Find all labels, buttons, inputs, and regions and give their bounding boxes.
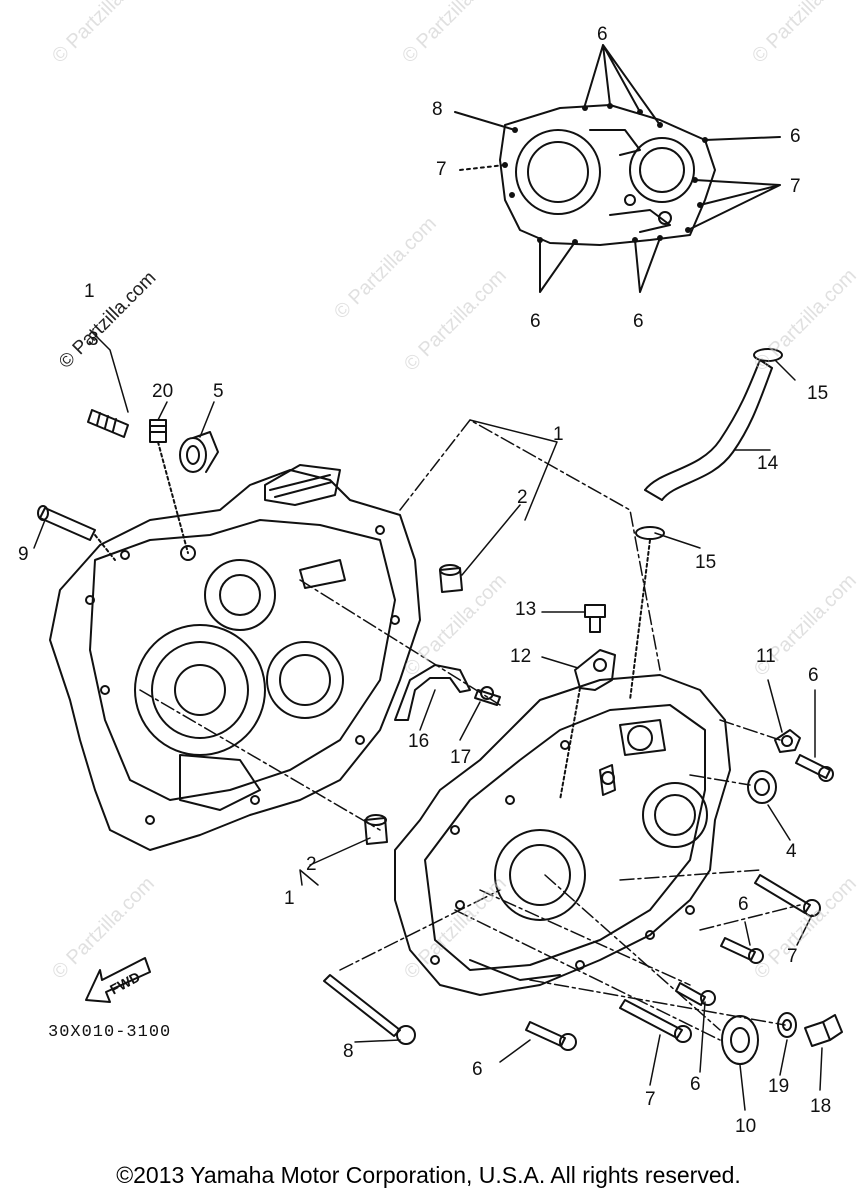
- copyright-notice: ©2013 Yamaha Motor Corporation, U.S.A. A…: [116, 1162, 741, 1188]
- callout-8: 8: [432, 99, 443, 120]
- part-code: 30X010-3100: [48, 1023, 172, 1042]
- callout-9: 9: [18, 544, 29, 565]
- callout-2: 2: [306, 854, 317, 875]
- right-crankcase-half: [394, 674, 731, 996]
- callout-12: 12: [510, 646, 532, 667]
- callout-6: 6: [790, 126, 801, 147]
- callout-6: 6: [690, 1074, 701, 1095]
- callout-1: 1: [84, 281, 95, 302]
- callout-7: 7: [787, 946, 798, 967]
- assembly-lines: [139, 419, 801, 1041]
- part-14-hose: [644, 359, 773, 501]
- callout-4: 4: [786, 841, 797, 862]
- callout-17: 17: [450, 747, 472, 768]
- part-18-drain-plug: [804, 1014, 843, 1047]
- callout-11: 11: [756, 646, 776, 667]
- part-10-seal: [721, 1015, 759, 1065]
- callout-2: 2: [517, 487, 528, 508]
- part-11-clamp: [774, 729, 801, 753]
- part-2-dowel-upper: [439, 564, 463, 593]
- callout-14: 14: [757, 453, 779, 474]
- part-12-bracket: [559, 649, 616, 801]
- callout-6: 6: [597, 24, 608, 45]
- fwd-arrow: [85, 957, 151, 1003]
- callout-8: 8: [343, 1041, 354, 1062]
- part-9-pipe: [37, 505, 116, 561]
- callout-16: 16: [408, 731, 430, 752]
- part-15-clamps: [629, 348, 783, 701]
- callout-19: 19: [768, 1076, 790, 1097]
- callout-6: 6: [633, 311, 644, 332]
- callout-leaders: [33, 329, 823, 1111]
- callout-20: 20: [152, 381, 174, 402]
- bolts: [323, 754, 834, 1051]
- callout-6: 6: [808, 665, 819, 686]
- callout-15: 15: [695, 552, 717, 573]
- callout-15: 15: [807, 383, 829, 404]
- part-13-bolt: [584, 604, 606, 633]
- callout-5: 5: [213, 381, 224, 402]
- part-3-stud: [87, 409, 129, 438]
- callout-7: 7: [645, 1089, 656, 1110]
- callout-7: 7: [790, 176, 801, 197]
- callout-3: 3: [88, 329, 99, 350]
- callout-6: 6: [472, 1059, 483, 1080]
- bolt-pattern-inset: [454, 44, 781, 293]
- callout-6: 6: [530, 311, 541, 332]
- callout-13: 13: [515, 599, 537, 620]
- callout-1: 1: [553, 424, 564, 445]
- part-5-seal: [179, 431, 219, 473]
- part-4-seal: [747, 770, 777, 804]
- left-crankcase-half: [49, 464, 421, 851]
- callout-18: 18: [810, 1096, 832, 1117]
- part-16-clip: [394, 664, 471, 721]
- callout-7: 7: [436, 159, 447, 180]
- part-20-plug: [149, 419, 189, 554]
- callout-10: 10: [735, 1116, 757, 1137]
- callout-6: 6: [738, 894, 749, 915]
- part-2-dowel-lower: [364, 814, 388, 845]
- callout-1: 1: [284, 888, 295, 909]
